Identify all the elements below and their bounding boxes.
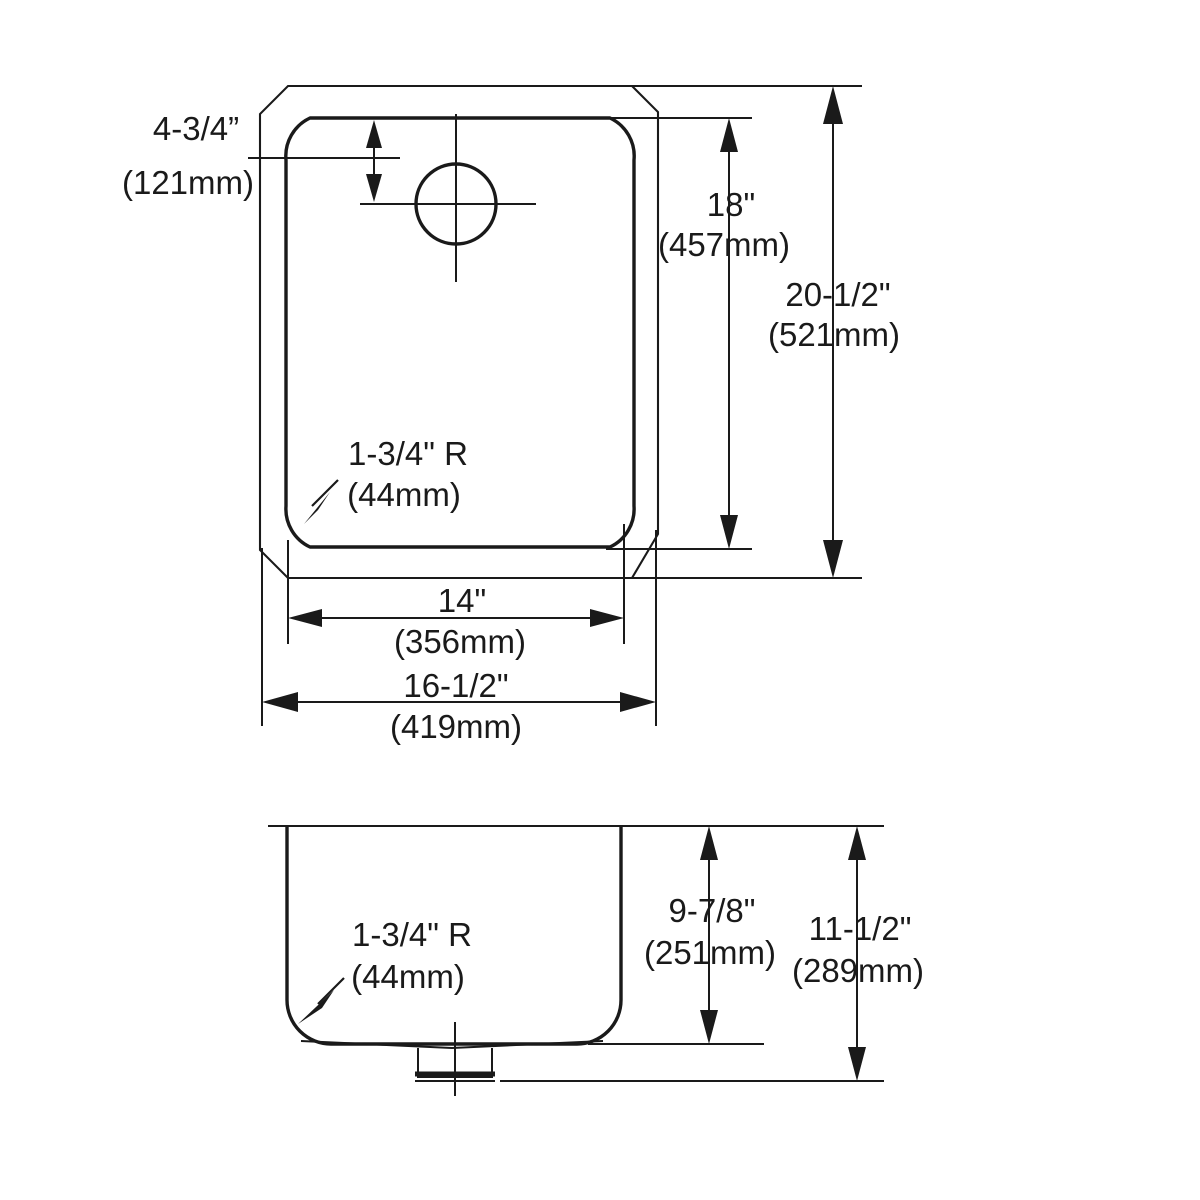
dim-bowl-height-imperial: 9-7/8" — [669, 892, 756, 929]
arrowhead-overall-width-left — [262, 692, 298, 712]
arrowhead-overall-height-down — [848, 1047, 866, 1081]
arrowhead-bowl-depth-up — [720, 118, 738, 152]
arrowhead-faucet-offset-down — [366, 174, 382, 202]
dim-bowl-width-metric: (356mm) — [394, 623, 526, 660]
dim-overall-height-metric: (289mm) — [792, 952, 924, 989]
leader-line-corner-radius-side — [317, 977, 345, 1005]
arrowhead-bowl-width-left — [288, 609, 322, 627]
side-view-group: 1-3/4" R (44mm) 9-7/8" (251mm) 11-1/2" (… — [268, 824, 924, 1096]
callout-corner-radius-side-imperial: 1-3/4" R — [352, 916, 472, 953]
dim-overall-height-imperial: 11-1/2" — [809, 910, 912, 947]
side-view-bowl-bottom-line — [300, 1040, 604, 1050]
callout-corner-radius-top-metric: (44mm) — [347, 476, 461, 513]
dim-faucet-offset-imperial: 4-3/4” — [153, 110, 239, 147]
arrowhead-faucet-offset-up — [366, 120, 382, 148]
callout-corner-radius-side-metric: (44mm) — [351, 958, 465, 995]
arrowhead-overall-depth-down — [823, 540, 843, 578]
dim-overall-width-metric: (419mm) — [390, 708, 522, 745]
arrowhead-bowl-height-down — [700, 1010, 718, 1044]
arrowhead-overall-depth-up — [823, 86, 843, 124]
dim-bowl-depth-imperial: 18" — [707, 186, 755, 223]
leader-line-corner-radius-top — [311, 479, 339, 507]
arrowhead-bowl-width-right — [590, 609, 624, 627]
dim-overall-depth-metric: (521mm) — [768, 316, 900, 353]
dim-bowl-depth-metric: (457mm) — [658, 226, 790, 263]
arrowhead-corner-radius-top — [304, 492, 330, 524]
arrowhead-overall-height-up — [848, 826, 866, 860]
dim-bowl-width-imperial: 14" — [438, 582, 486, 619]
sink-bowl-outline — [284, 116, 636, 549]
dim-overall-width-imperial: 16-1/2" — [403, 667, 508, 704]
arrowhead-overall-width-right — [620, 692, 656, 712]
arrowhead-bowl-height-up — [700, 826, 718, 860]
arrowhead-corner-radius-side — [298, 990, 334, 1024]
callout-corner-radius-top-imperial: 1-3/4" R — [348, 435, 468, 472]
top-view-group: 4-3/4” (121mm) 1-3/4" R (44mm) 18" (457m… — [122, 84, 900, 745]
dim-bowl-height-metric: (251mm) — [644, 934, 776, 971]
arrowhead-bowl-depth-down — [720, 515, 738, 549]
dim-faucet-offset-metric: (121mm) — [122, 164, 254, 201]
dim-overall-depth-imperial: 20-1/2" — [785, 276, 890, 313]
